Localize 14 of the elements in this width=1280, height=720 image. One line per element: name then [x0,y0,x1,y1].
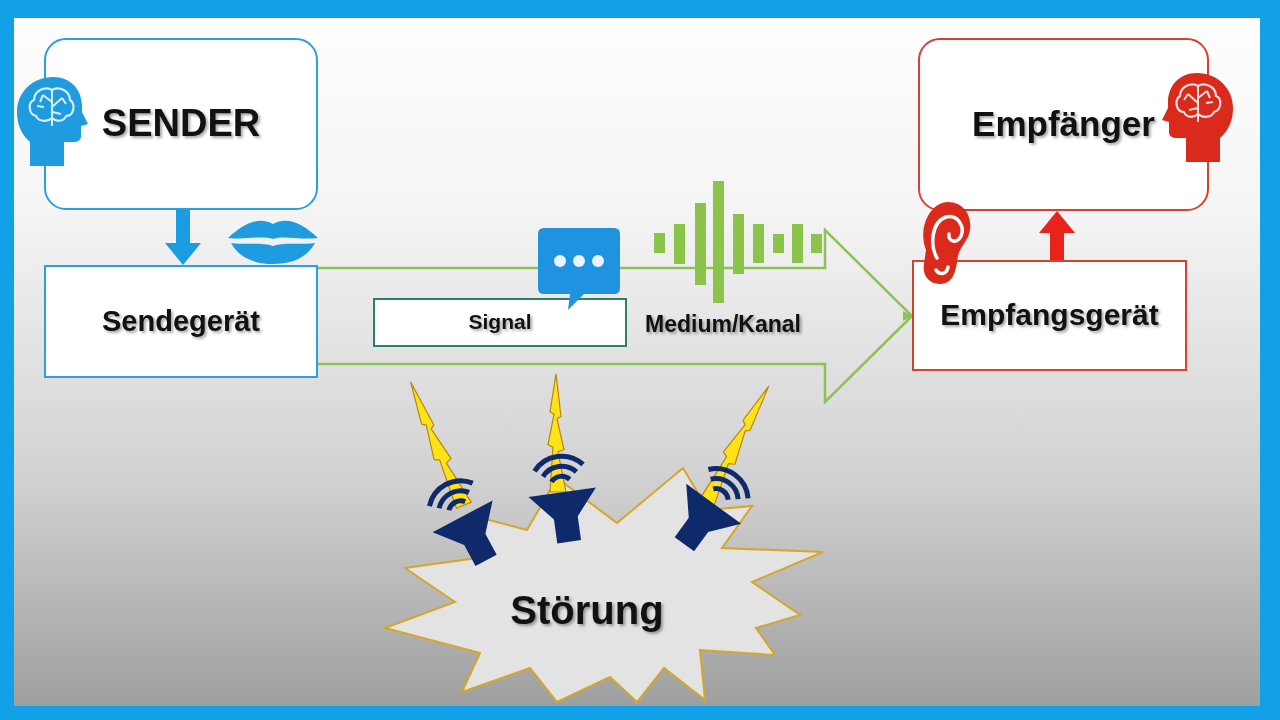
node-title: SENDER [101,102,261,146]
process-box [373,298,627,347]
node-label: Empfangsgerät [940,298,1159,333]
process-box [44,265,318,378]
edge-label: Medium/Kanal [645,310,801,338]
node-label: Störung [510,587,664,633]
arrow [1039,211,1075,260]
node-label: Sendegerät [102,304,260,339]
node-label: Signal [468,310,532,335]
rounded-box [44,38,318,210]
node-title: Empfänger [972,104,1155,145]
arrow [165,210,201,265]
process-box [912,260,1187,371]
rounded-box [918,38,1209,211]
